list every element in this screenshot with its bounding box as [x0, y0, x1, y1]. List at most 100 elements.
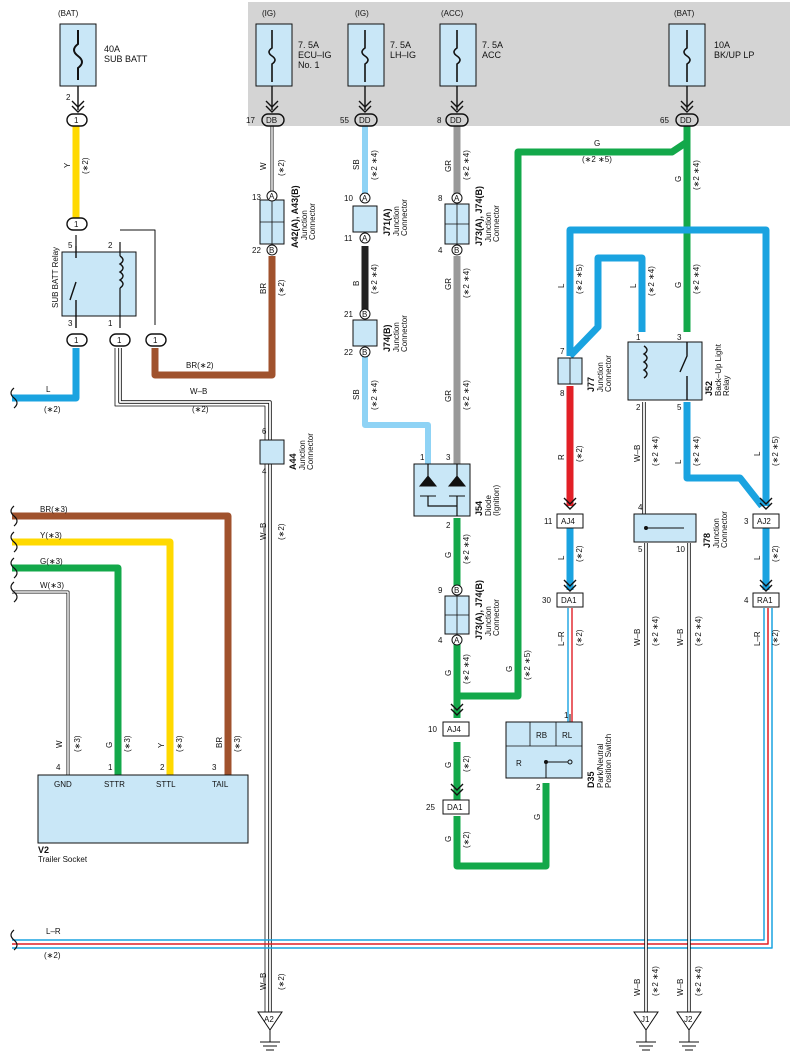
svg-text:LH–IG: LH–IG: [390, 50, 416, 60]
svg-text:B: B: [269, 246, 274, 255]
svg-text:L: L: [557, 555, 566, 560]
svg-text:B: B: [362, 348, 367, 357]
svg-text:GR: GR: [444, 160, 453, 172]
svg-text:1: 1: [564, 711, 569, 720]
svg-text:Junction: Junction: [392, 322, 401, 352]
svg-text:L–R: L–R: [753, 631, 762, 646]
svg-text:B: B: [454, 246, 459, 255]
svg-text:BK/UP LP: BK/UP LP: [714, 50, 754, 60]
svg-text:(∗2): (∗2): [44, 951, 61, 960]
svg-text:5: 5: [638, 545, 643, 554]
svg-text:8: 8: [560, 389, 565, 398]
svg-text:G: G: [444, 836, 453, 842]
svg-text:(∗2 ∗4): (∗2 ∗4): [694, 616, 703, 646]
svg-text:BR: BR: [215, 737, 224, 748]
svg-text:L: L: [46, 385, 51, 394]
svg-text:8: 8: [437, 116, 442, 125]
svg-text:1: 1: [153, 336, 158, 345]
svg-text:11: 11: [544, 517, 553, 526]
svg-text:DB: DB: [266, 116, 277, 125]
svg-text:(∗2 ∗5): (∗2 ∗5): [575, 264, 584, 294]
backup-light-relay-j52: 1 3 2 5 J52 Back–Up Light Relay: [627, 333, 731, 412]
svg-text:Connector: Connector: [492, 599, 501, 636]
svg-text:(∗2 ∗4): (∗2 ∗4): [462, 268, 471, 298]
svg-text:1: 1: [108, 763, 113, 772]
svg-text:TAIL: TAIL: [212, 780, 229, 789]
svg-text:9: 9: [438, 586, 443, 595]
svg-text:1: 1: [420, 453, 425, 462]
svg-text:(∗2): (∗2): [277, 523, 286, 540]
svg-text:10: 10: [344, 194, 353, 203]
svg-text:(∗2): (∗2): [575, 445, 584, 462]
svg-text:A: A: [269, 192, 275, 201]
svg-text:RA1: RA1: [757, 596, 773, 605]
svg-text:Junction: Junction: [484, 606, 493, 636]
svg-text:J2: J2: [684, 1015, 693, 1024]
svg-text:4: 4: [744, 596, 749, 605]
svg-text:(∗2 ∗4): (∗2 ∗4): [651, 616, 660, 646]
svg-text:Junction: Junction: [392, 206, 401, 236]
svg-text:1: 1: [636, 333, 641, 342]
svg-text:11: 11: [344, 234, 353, 243]
svg-text:G: G: [444, 762, 453, 768]
svg-text:(∗2 ∗4): (∗2 ∗4): [694, 966, 703, 996]
connector-da1-left: DA1 25: [426, 783, 470, 815]
svg-text:(∗2 ∗4): (∗2 ∗4): [462, 380, 471, 410]
svg-text:3: 3: [744, 517, 749, 526]
svg-text:J52: J52: [704, 381, 714, 396]
wire-yellow-sttl: [12, 538, 174, 775]
svg-text:A2: A2: [264, 1015, 274, 1024]
svg-text:SB: SB: [352, 159, 361, 170]
svg-text:(∗3): (∗3): [175, 735, 184, 752]
svg-text:(∗2 ∗5): (∗2 ∗5): [582, 155, 612, 164]
svg-text:6: 6: [262, 427, 267, 436]
svg-text:4: 4: [438, 246, 443, 255]
svg-text:(∗2 ∗4): (∗2 ∗4): [462, 654, 471, 684]
fuse-ecu-ig: (IG) 7. 5A ECU–IG No. 1: [255, 9, 332, 87]
fuse-supply-label: (BAT): [58, 9, 79, 18]
wire-break-marks: [10, 387, 18, 951]
ground-a2: A2: [257, 1011, 283, 1051]
wire-blue-l-top: [566, 226, 770, 506]
svg-text:3: 3: [446, 453, 451, 462]
svg-text:J73(A), J74(B): J73(A), J74(B): [474, 186, 484, 246]
fuse-name: SUB BATT: [104, 54, 148, 64]
svg-text:AJ4: AJ4: [447, 725, 461, 734]
svg-text:W(∗3): W(∗3): [40, 581, 64, 590]
svg-text:Junction: Junction: [298, 440, 307, 470]
svg-text:(∗2 ∗4): (∗2 ∗4): [692, 160, 701, 190]
svg-text:DD: DD: [450, 116, 462, 125]
svg-text:25: 25: [426, 803, 435, 812]
svg-text:W–B: W–B: [190, 387, 207, 396]
svg-text:Trailer Socket: Trailer Socket: [38, 855, 88, 864]
svg-text:DA1: DA1: [447, 803, 463, 812]
svg-text:G: G: [674, 176, 683, 182]
svg-text:10: 10: [676, 545, 685, 554]
svg-text:AJ2: AJ2: [757, 517, 771, 526]
svg-text:10: 10: [428, 725, 437, 734]
svg-text:RL: RL: [562, 731, 573, 740]
svg-text:(∗2): (∗2): [462, 755, 471, 772]
wire-blue-l-j77: [567, 254, 646, 359]
svg-text:21: 21: [344, 310, 353, 319]
svg-text:Junction: Junction: [300, 210, 309, 240]
svg-text:(∗2 ∗4): (∗2 ∗4): [647, 266, 656, 296]
svg-text:B: B: [362, 310, 367, 319]
junction-block-band: [248, 2, 790, 126]
sub-batt-relay-label: SUB BATT Relay: [51, 247, 60, 308]
svg-text:A44: A44: [288, 453, 298, 470]
svg-text:2: 2: [536, 783, 541, 792]
ground-j2: J2: [676, 1011, 702, 1051]
svg-text:5: 5: [68, 241, 73, 250]
svg-text:5: 5: [677, 403, 682, 412]
svg-text:2: 2: [160, 763, 165, 772]
svg-text:AJ4: AJ4: [561, 517, 575, 526]
svg-text:BR: BR: [259, 283, 268, 294]
svg-text:4: 4: [438, 636, 443, 645]
svg-text:(∗3): (∗3): [123, 735, 132, 752]
svg-text:G: G: [105, 742, 114, 748]
svg-text:55: 55: [340, 116, 349, 125]
svg-text:Back–Up Light: Back–Up Light: [714, 343, 723, 396]
svg-text:L–R: L–R: [46, 927, 61, 936]
wire-lr-bottom: [12, 608, 765, 941]
